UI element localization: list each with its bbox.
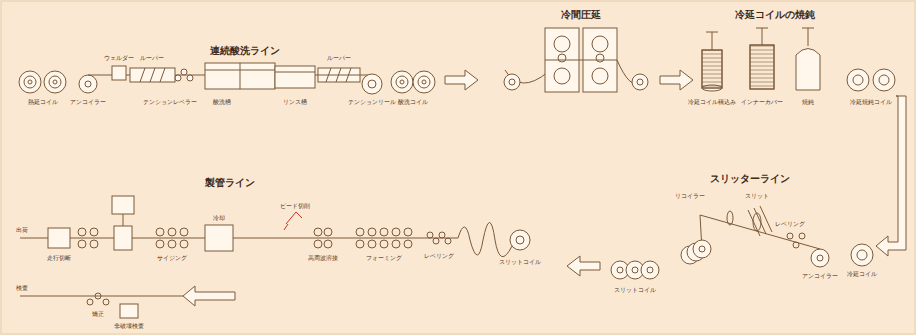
part-label: レベリング xyxy=(423,253,455,260)
part-label: スリットコイル xyxy=(613,287,657,294)
part-label: 検査 xyxy=(15,285,29,292)
part-label: 高周波溶接 xyxy=(307,255,339,262)
pipe-making-line xyxy=(20,196,530,318)
part-label: 冷延コイル積込み xyxy=(687,99,737,106)
part-label: インナーカバー xyxy=(740,99,784,106)
part-label: 酸洗槽 xyxy=(212,99,232,106)
part-label: 矯正 xyxy=(91,311,105,318)
part-label: アンコイラー xyxy=(69,99,107,106)
part-label: ウェルダー xyxy=(103,55,135,62)
part-label: 冷延焼鈍コイル xyxy=(849,99,893,106)
part-label: リコイラー xyxy=(674,193,706,200)
part-label: レベリング xyxy=(774,221,806,228)
part-label: 出荷 xyxy=(15,227,29,234)
slit-coils xyxy=(611,261,659,279)
section-title: 冷延コイルの焼鈍 xyxy=(734,9,816,20)
part-label: スリットコイル xyxy=(498,259,542,266)
part-label: テンションリール xyxy=(347,99,397,106)
part-label: ビード切削 xyxy=(279,203,311,210)
part-label: 焼鈍 xyxy=(801,99,815,106)
part-label: 走行切断 xyxy=(46,255,72,262)
part-label: テンションレベラー xyxy=(142,99,198,106)
section-title: 冷間圧延 xyxy=(560,9,602,20)
flow-arrow xyxy=(660,70,693,90)
part-label: ルーパー xyxy=(326,55,352,62)
part-label: リンス槽 xyxy=(282,99,308,106)
part-label: 冷却 xyxy=(212,215,226,222)
cold-rolling-mill xyxy=(504,28,648,92)
section-title: 製管ライン xyxy=(204,177,256,188)
flow-arrow xyxy=(445,70,478,90)
part-label: スリット xyxy=(744,193,770,200)
part-label: 酸洗コイル xyxy=(397,99,429,106)
part-label: フォーミング xyxy=(365,255,403,262)
part-label: 非破壊検査 xyxy=(113,323,145,330)
flow-arrow xyxy=(876,96,906,256)
section-title: スリッターライン xyxy=(709,173,791,184)
part-label: 冷延コイル xyxy=(846,271,878,278)
part-label: サイジング xyxy=(156,255,188,262)
flow-arrow xyxy=(567,256,600,276)
pickling-line xyxy=(19,63,435,94)
annealing-equipment xyxy=(702,28,895,91)
part-label: ルーパー xyxy=(139,55,165,62)
section-title: 連続酸洗ライン xyxy=(209,45,281,56)
part-label: アンコイラー xyxy=(801,273,839,280)
slitter-line xyxy=(681,206,873,267)
part-label: 熱延コイル xyxy=(27,99,59,106)
